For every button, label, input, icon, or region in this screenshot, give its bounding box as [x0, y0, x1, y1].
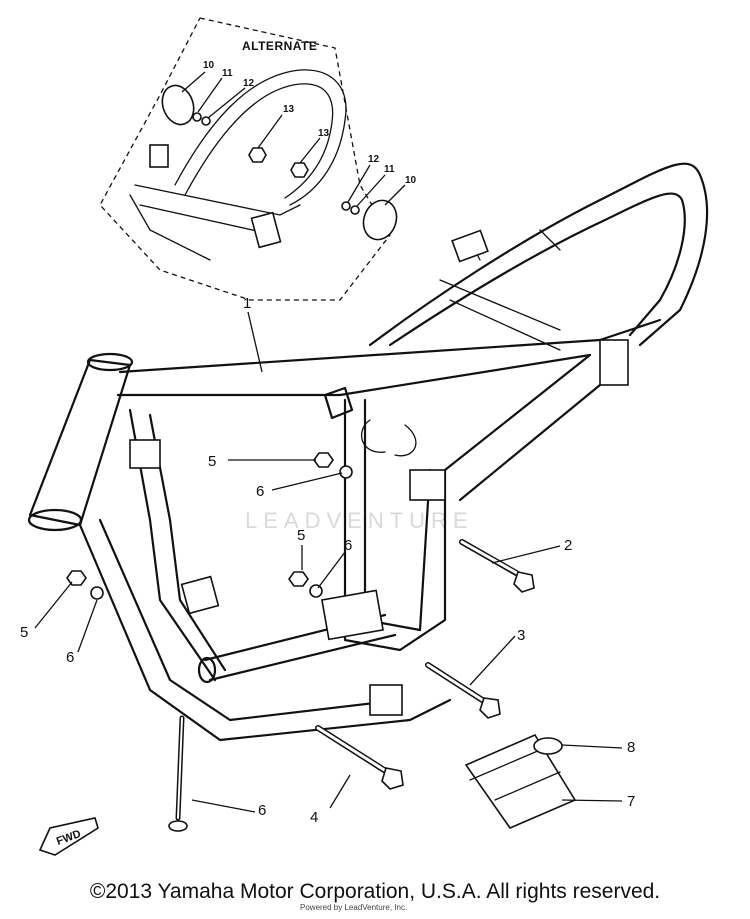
inset-callout: 13 [318, 128, 330, 139]
bolt-2-icon [513, 571, 535, 593]
washer-6-icon [309, 584, 323, 598]
fwd-arrow-icon: FWD [38, 817, 99, 856]
nut-icon [248, 147, 267, 163]
nut-5-icon [313, 452, 334, 468]
callout-5: 5 [208, 453, 216, 470]
leader-lines [34, 311, 623, 813]
washer-6-icon [339, 465, 353, 479]
washer-icon [341, 201, 351, 211]
callout-6: 6 [344, 537, 352, 554]
callout-labels: 1 2 3 4 5 5 5 6 6 6 6 7 8 [20, 295, 635, 826]
inset-callout: 11 [384, 164, 395, 175]
washer-icon [201, 116, 211, 126]
damper-right-icon [362, 199, 398, 241]
nut-icon [290, 162, 309, 178]
watermark: LEADVENTURE [245, 508, 474, 533]
callout-6: 6 [66, 649, 74, 666]
nut-5-icon [66, 570, 87, 586]
copyright-text: ©2013 Yamaha Motor Corporation, U.S.A. A… [89, 880, 661, 903]
callout-3: 3 [517, 627, 525, 644]
damper-left-icon [161, 84, 195, 126]
inset-callout: 12 [368, 154, 380, 165]
bolt-4-icon [381, 767, 404, 790]
inset-title: ALTERNATE [242, 39, 317, 53]
callout-6: 6 [256, 483, 264, 500]
callout-2: 2 [564, 537, 572, 554]
bolt-3-icon [479, 697, 501, 719]
callout-4: 4 [310, 809, 318, 826]
washer-icon [192, 112, 202, 122]
alternate-inset: ALTERNATE [99, 17, 417, 301]
washer-6-icon [90, 586, 104, 600]
frame-assembly [27, 162, 709, 742]
callout-5: 5 [20, 624, 28, 641]
washer-icon [350, 205, 360, 215]
inset-callout: 10 [405, 175, 417, 186]
callout-8: 8 [627, 739, 635, 756]
hardware [66, 452, 577, 832]
callout-1: 1 [243, 295, 251, 312]
callout-6: 6 [258, 802, 266, 819]
callout-7: 7 [627, 793, 635, 810]
inset-callout: 10 [203, 60, 215, 71]
nut-5-icon [288, 571, 309, 587]
damper-8-icon [533, 737, 563, 755]
bolt-6-icon [168, 820, 188, 832]
inset-callout: 13 [283, 104, 295, 115]
callout-5: 5 [297, 527, 305, 544]
inset-callout: 12 [243, 78, 255, 89]
inset-callout: 11 [222, 68, 233, 79]
fine-print: Powered by LeadVenture, Inc. [300, 903, 408, 912]
